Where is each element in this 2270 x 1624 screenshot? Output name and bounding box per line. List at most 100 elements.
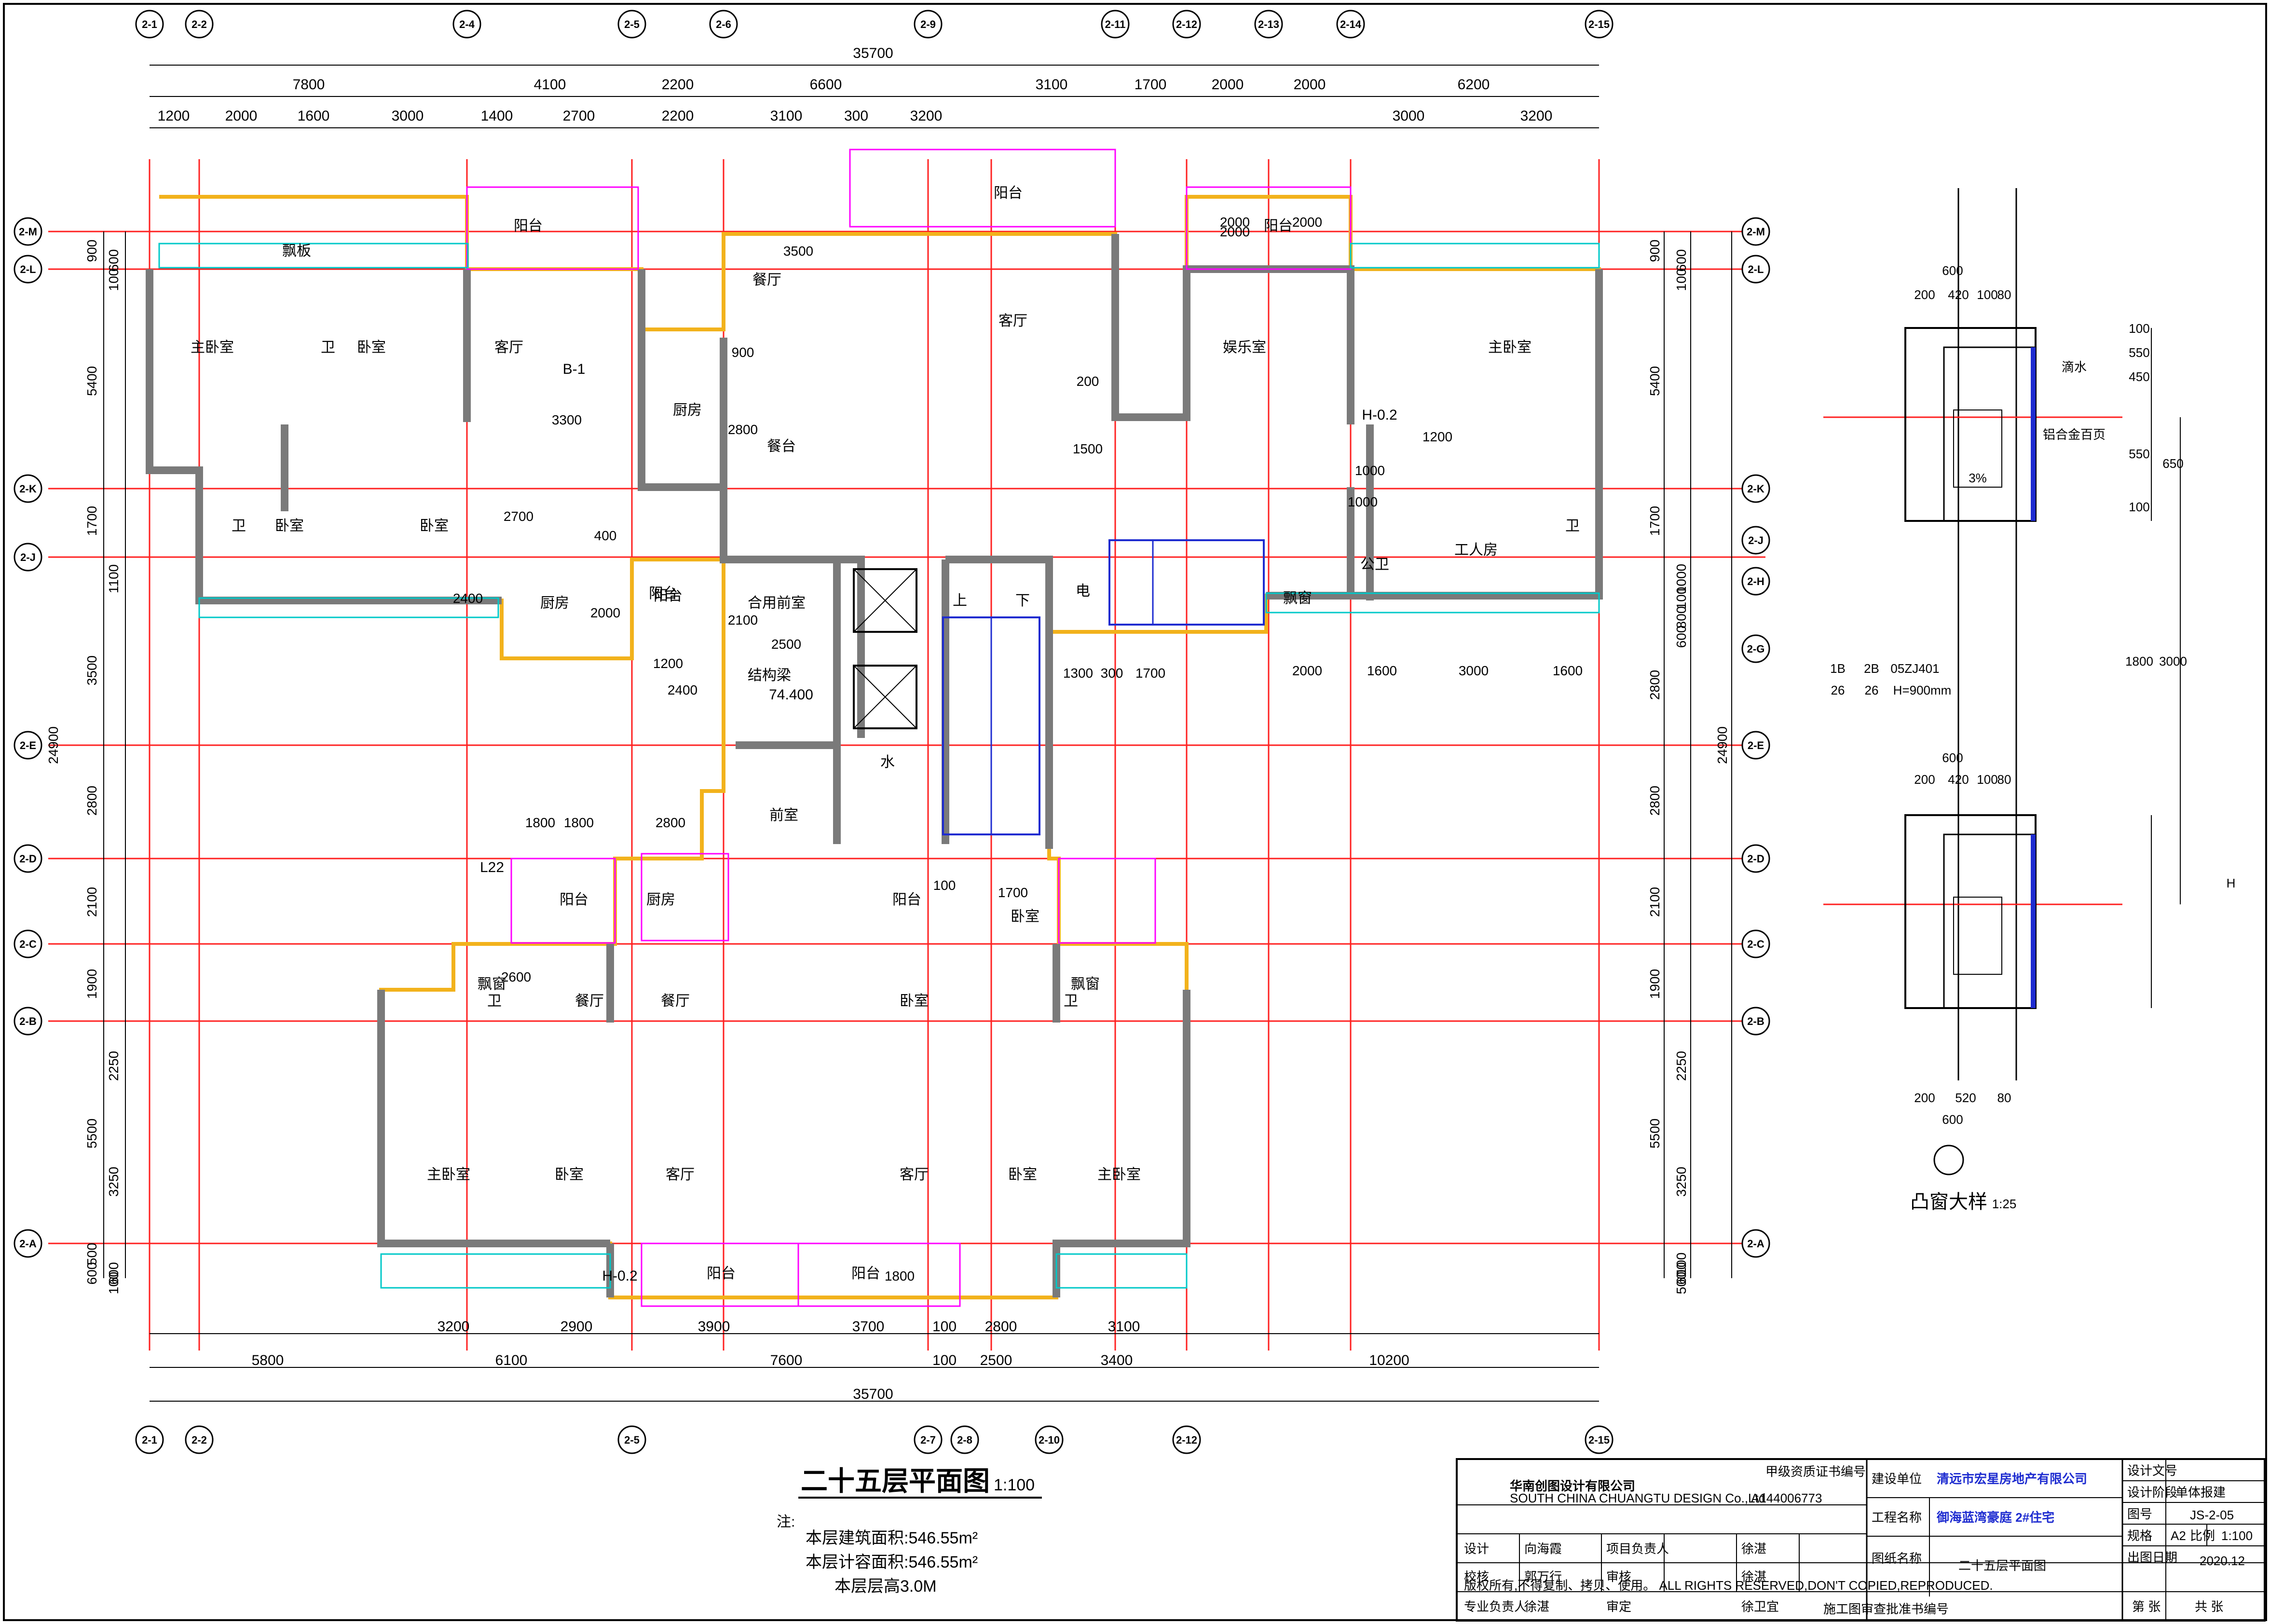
balconies	[158, 149, 1600, 1307]
room-label: 卧室	[555, 1167, 584, 1183]
dim-inner: 2400	[453, 591, 483, 606]
room-label: 74.400	[769, 687, 813, 703]
detail-label: 1B	[1830, 661, 1846, 676]
tb-copyright: 版权所有,不得复制、拷贝、使用。 ALL RIGHTS RESERVED,DON…	[1464, 1578, 1993, 1593]
tb-company-en: SOUTH CHINA CHUANGTU DESIGN Co.,Ltd	[1510, 1491, 1765, 1505]
dim-top-row1: 2000	[1212, 77, 1244, 93]
dim-inner: 3500	[783, 244, 813, 259]
room-label: 阳台	[707, 1266, 736, 1282]
dim-bottom-row1: 3200	[438, 1319, 470, 1335]
room-label: 餐厅	[575, 993, 604, 1009]
tb-scale: 1:100	[2221, 1528, 2253, 1543]
tb-cert-no: A144006773	[1751, 1491, 1822, 1505]
dim-top-row2: 2200	[662, 108, 694, 124]
room-label: 阳台	[994, 185, 1023, 201]
dim-bottom-row2: 2500	[980, 1352, 1012, 1368]
axis-bubble-top	[185, 10, 214, 39]
dim-top-row2: 2000	[225, 108, 258, 124]
room-label: 卫	[487, 993, 502, 1009]
interior-walls	[146, 234, 1603, 1297]
tb-approval-label: 施工图审查批准书编号	[1823, 1602, 1949, 1616]
axis-bubble-left	[14, 255, 42, 284]
dim-inner: 1600	[1553, 663, 1583, 678]
plan-scale: 1:100	[994, 1476, 1035, 1494]
detail-label: 600	[1942, 1112, 1963, 1127]
room-label: 卧室	[275, 518, 304, 534]
room-label: 厨房	[646, 892, 675, 908]
detail-label: 80	[1997, 772, 2011, 787]
axis-label-top: 2-5	[624, 18, 640, 30]
dim-bottom-row2: 6100	[495, 1352, 528, 1368]
room-label: 卧室	[1011, 909, 1039, 925]
area-note-capacity: 本层计容面积:546.55m²	[806, 1553, 978, 1571]
tb-role-check: 校核	[1464, 1569, 1489, 1584]
dim-right: 2800	[1647, 786, 1662, 816]
tb-role-review: 审核	[1606, 1569, 1631, 1584]
axis-label-top: 2-11	[1105, 18, 1126, 30]
room-label: 餐厅	[752, 272, 781, 288]
dim-top-row2: 3100	[770, 108, 803, 124]
dim-right: 600	[1674, 626, 1689, 648]
room-label: 阳台	[892, 892, 921, 908]
dim-left: 5400	[84, 366, 99, 396]
axis-label-right: 2-H	[1747, 575, 1764, 587]
tb-drawing-no: JS-2-05	[2190, 1508, 2234, 1522]
tb-project-label: 工程名称	[1872, 1510, 1922, 1525]
dim-top-row2: 1400	[481, 108, 513, 124]
room-label: 客厅	[900, 1167, 929, 1183]
room-label: 上	[953, 593, 967, 609]
detail-label: H=900mm	[1893, 683, 1952, 697]
dim-right: 2100	[1647, 887, 1662, 917]
detail-label: 520	[1955, 1091, 1976, 1105]
axis-bubble-bottom	[1172, 1425, 1201, 1454]
dim-inner: 200	[1077, 374, 1099, 389]
tb-date: 2020.12	[2200, 1554, 2245, 1568]
dim-top-row2: 1600	[298, 108, 330, 124]
room-label: 飘窗	[1283, 590, 1312, 606]
axis-bubble-right	[1741, 526, 1770, 555]
room-label: 电	[1076, 583, 1090, 599]
tb-role-project-lead: 项目负责人	[1606, 1542, 1669, 1556]
dim-inner: 1700	[1135, 666, 1165, 681]
detail-label: 100	[2129, 500, 2149, 514]
room-label: 阳台	[851, 1266, 880, 1282]
tb-client-label: 建设单位	[1872, 1472, 1922, 1486]
dim-top-row2: 3000	[1393, 108, 1425, 124]
detail-label: 420	[1948, 772, 1969, 787]
dim-left: 600	[106, 1262, 121, 1285]
axis-label-left: 2-J	[20, 551, 36, 563]
dim-top-row2: 3200	[910, 108, 943, 124]
plan-title: 二十五层平面图	[801, 1466, 990, 1496]
axis-bubble-top	[709, 10, 738, 39]
dim-bottom-row2: 100	[932, 1352, 957, 1368]
axis-bubble-left	[14, 474, 42, 503]
room-label: B-1	[563, 361, 586, 377]
axis-label-right: 2-G	[1747, 643, 1765, 655]
dim-right: 2250	[1674, 1051, 1689, 1081]
dim-inner: 2000	[1292, 663, 1322, 678]
dim-bottom-row1: 3900	[698, 1319, 730, 1335]
dim-right: 1700	[1647, 506, 1662, 536]
detail-label: 3000	[2159, 654, 2187, 669]
area-note-building: 本层建筑面积:546.55m²	[806, 1529, 978, 1547]
room-label: 工人房	[1454, 542, 1498, 558]
tb-doc-no-label: 设计文号	[2127, 1463, 2177, 1478]
dim-left: 2800	[84, 786, 99, 816]
room-label: H-0.2	[1362, 407, 1397, 423]
dim-inner: 3300	[552, 412, 582, 427]
dim-bottom-row1: 3100	[1108, 1319, 1140, 1335]
room-label: 客厅	[666, 1167, 695, 1183]
axis-bubble-top	[617, 10, 646, 39]
dim-right: 1000	[1674, 564, 1689, 594]
dim-inner: 900	[732, 345, 754, 360]
room-label: 卧室	[357, 340, 386, 355]
tb-spec: A2	[2171, 1528, 2186, 1543]
tb-scale-label: 比例	[2190, 1528, 2215, 1543]
detail-label: 550	[2129, 345, 2149, 360]
axis-label-left: 2-E	[20, 739, 36, 751]
axis-label-left: 2-C	[19, 938, 37, 950]
detail-label: 200	[1914, 287, 1935, 302]
axis-bubble-bottom	[950, 1425, 979, 1454]
dim-top-row2: 2700	[563, 108, 595, 124]
